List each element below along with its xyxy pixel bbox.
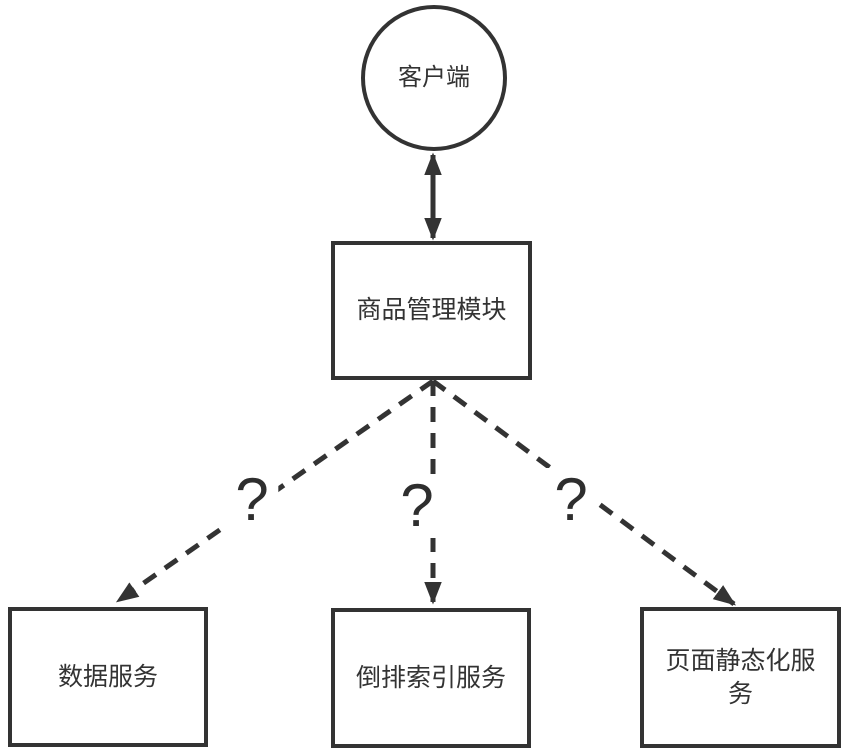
- node-data-service: 数据服务: [8, 607, 208, 747]
- edge-label-question-left: ?: [225, 468, 279, 532]
- node-product-module-label: 商品管理模块: [356, 296, 507, 325]
- edge-label-question-right: ?: [544, 468, 598, 532]
- node-client-label: 客户端: [398, 64, 470, 92]
- node-page-static-service-label: 页面静态化服务: [665, 647, 816, 708]
- node-page-static-service: 页面静态化服务: [640, 607, 841, 748]
- node-client: 客户端: [361, 5, 507, 151]
- edge-label-question-middle: ?: [390, 474, 444, 538]
- node-product-module: 商品管理模块: [331, 241, 532, 380]
- node-data-service-label: 数据服务: [57, 662, 158, 691]
- node-inverted-index-service-label: 倒排索引服务: [355, 663, 506, 692]
- node-inverted-index-service: 倒排索引服务: [331, 608, 531, 748]
